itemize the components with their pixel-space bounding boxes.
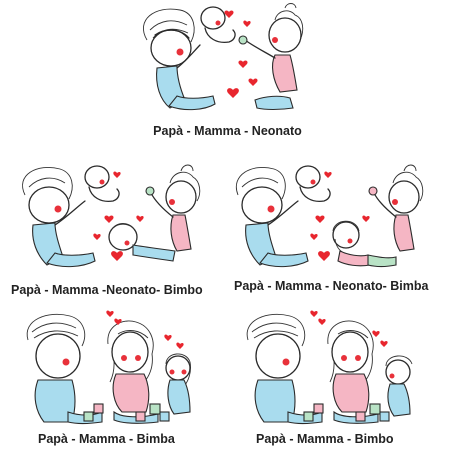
boy-shirt — [132, 244, 176, 262]
mom-hair — [274, 10, 304, 41]
mom-head — [268, 17, 302, 53]
heart-icon — [136, 215, 144, 222]
toy-block-icon — [313, 403, 324, 414]
illustration-dad-mom-boy: Papà - Mamma - Bimbo — [240, 308, 454, 453]
girl-head — [165, 355, 191, 381]
illustration-dad-mom-girl: Papà - Mamma - Bimba — [18, 308, 228, 453]
mom-hair — [107, 320, 154, 383]
mom-head — [111, 331, 149, 373]
heart-icon — [238, 60, 248, 68]
heart-icon — [248, 78, 258, 86]
toy-block-icon — [355, 411, 366, 422]
mom-shirt — [170, 214, 192, 252]
illustration-dad-mom-newborn-boy: Papà - Mamma -Neonato- Bimbo — [5, 155, 227, 300]
illustration-dad-mom-newborn-girl: Papà - Mamma - Neonato- Bimba — [228, 155, 454, 300]
mom-shirt — [112, 373, 150, 413]
dad-head — [241, 186, 283, 224]
heart-icon — [318, 318, 326, 325]
drawing-dad-mom-newborn — [142, 3, 304, 111]
girl-shirt — [337, 250, 371, 267]
girl-pants — [367, 254, 397, 268]
dad-hair — [142, 8, 195, 43]
heart-icon — [372, 330, 380, 337]
heart-icon — [315, 215, 325, 223]
heart-icon — [310, 233, 318, 240]
mom-head — [388, 180, 420, 214]
drawing-dad-mom-newborn-boy — [22, 164, 201, 268]
mom-legs — [254, 95, 294, 111]
heart-icon — [324, 171, 332, 178]
boy-head — [108, 223, 138, 251]
mom-shirt — [271, 54, 298, 93]
drawing-dad-mom-newborn-girl — [235, 164, 424, 268]
caption-dad-mom-newborn-girl: Papà - Mamma - Neonato- Bimba — [234, 279, 429, 293]
heart-icon — [164, 334, 172, 341]
heart-icon — [93, 233, 101, 240]
mom-head — [165, 180, 197, 214]
drawing-dad-mom-girl — [26, 310, 191, 425]
heart-icon — [362, 215, 370, 222]
mom-shirt — [393, 214, 415, 252]
dad-legs — [46, 252, 96, 268]
boy-shirt — [387, 383, 411, 417]
heart-icon — [310, 310, 318, 317]
toy-block-icon — [83, 411, 94, 422]
mom-shirt — [332, 373, 370, 413]
toy-block-icon — [369, 403, 381, 415]
caption-dad-mom-newborn-boy: Papà - Mamma -Neonato- Bimbo — [11, 283, 203, 297]
toy-block-icon — [159, 411, 170, 422]
mom-hair — [327, 320, 374, 383]
baby-head — [84, 165, 110, 189]
illustration-dad-mom-newborn: Papà - Mamma - Neonato — [125, 0, 330, 150]
heart-icon — [111, 251, 123, 261]
toy-block-icon — [135, 411, 146, 422]
toy-block-icon — [149, 403, 161, 415]
rattle-icon — [145, 186, 155, 196]
heart-icon — [113, 171, 121, 178]
heart-icon — [227, 88, 239, 98]
rattle-icon — [238, 35, 248, 45]
dad-legs — [259, 252, 309, 268]
boy-head — [385, 359, 411, 385]
mom-head — [331, 331, 369, 373]
baby-head — [200, 6, 226, 30]
heart-icon — [104, 215, 114, 223]
heart-icon — [176, 342, 184, 349]
heart-icon — [106, 310, 114, 317]
toy-block-icon — [303, 411, 314, 422]
caption-dad-mom-newborn: Papà - Mamma - Neonato — [153, 124, 302, 138]
toy-block-icon — [379, 411, 390, 422]
caption-dad-mom-boy: Papà - Mamma - Bimbo — [256, 432, 394, 446]
dad-arm — [176, 44, 201, 69]
baby-head — [295, 165, 321, 189]
heart-icon — [243, 20, 251, 27]
heart-icon — [380, 340, 388, 347]
dad-head — [255, 333, 301, 379]
heart-icon — [318, 251, 330, 261]
dad-head — [28, 186, 70, 224]
rattle-icon — [368, 186, 378, 196]
heart-icon — [224, 10, 234, 18]
drawing-dad-mom-boy — [246, 310, 413, 425]
caption-dad-mom-girl: Papà - Mamma - Bimba — [38, 432, 175, 446]
dad-head — [35, 333, 81, 379]
dad-legs — [168, 95, 216, 111]
girl-shirt — [167, 379, 191, 415]
heart-icon — [114, 318, 122, 325]
baby-body — [204, 27, 236, 44]
toy-block-icon — [93, 403, 104, 414]
girl-head — [332, 221, 360, 249]
